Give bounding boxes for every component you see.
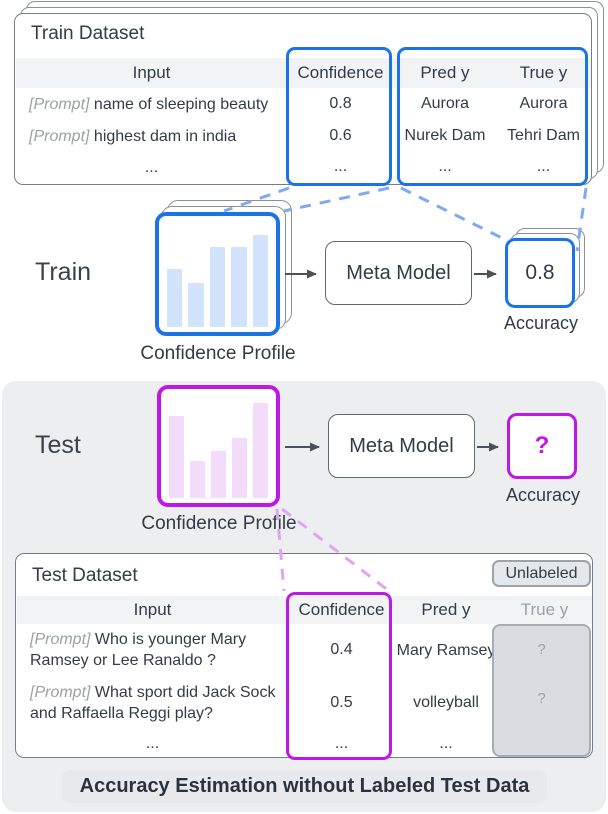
column-header-confidence: Confidence — [297, 63, 384, 82]
cell-input: [Prompt] highest dam in india — [16, 126, 287, 147]
test-meta-model-box: Meta Model — [328, 414, 475, 478]
bar — [190, 460, 205, 498]
table-row: [Prompt] What sport did Jack Sock and Ra… — [17, 676, 592, 729]
table-row: ... ... ... — [17, 729, 592, 758]
cell-pred-y: Mary Ramsey — [396, 641, 496, 659]
column-header-true-y: True y — [519, 63, 568, 82]
train-profile-label: Confidence Profile — [140, 343, 296, 364]
confidence-column-highlight-test — [286, 592, 392, 760]
bar — [231, 247, 247, 327]
prompt-tag: [Prompt] — [30, 683, 91, 701]
cell-input: [Prompt] What sport did Jack Sock and Ra… — [17, 682, 288, 724]
train-accuracy-box: 0.8 — [505, 238, 575, 308]
input-text: Who is younger Mary Ramsey or Lee Ranald… — [30, 631, 247, 669]
pred-true-column-highlight-train — [397, 47, 588, 186]
test-accuracy-label: Accuracy — [505, 485, 581, 505]
cell-input: ... — [144, 158, 159, 176]
cell-pred-y: Aurora — [420, 95, 470, 112]
column-header-confidence: Confidence — [298, 600, 385, 619]
column-header-pred-y: Pred y — [420, 63, 470, 82]
train-dataset-title: Train Dataset — [31, 23, 145, 44]
train-meta-model-box: Meta Model — [325, 241, 472, 305]
test-table-header: Input Confidence Pred y True y — [17, 596, 592, 624]
bar — [188, 282, 204, 327]
bar — [209, 247, 226, 327]
cell-confidence: 0.6 — [329, 127, 352, 144]
column-header-input: Input — [133, 600, 172, 619]
test-flow-label: Test — [35, 431, 81, 459]
bar — [253, 403, 268, 498]
test-dataset-title: Test Dataset — [32, 565, 138, 586]
train-dataset-card: Train Dataset Input Confidence Pred y Tr… — [14, 13, 592, 185]
input-text: highest dam in india — [93, 127, 237, 145]
column-header-input: Input — [132, 63, 171, 82]
cell-confidence: 0.4 — [330, 641, 353, 658]
cell-input: [Prompt] Who is younger Mary Ramsey or L… — [17, 629, 288, 671]
train-accuracy-label: Accuracy — [503, 313, 579, 333]
cell-true-y: Aurora — [519, 95, 568, 112]
prompt-tag: [Prompt] — [30, 631, 91, 648]
cell-confidence: ... — [334, 734, 349, 752]
column-header-pred-y: Pred y — [421, 600, 471, 619]
table-row: [Prompt] highest dam in india 0.6 Nurek … — [16, 120, 591, 152]
cell-true-y: Tehri Dam — [507, 127, 580, 144]
table-row: [Prompt] name of sleeping beauty 0.8 Aur… — [16, 88, 591, 120]
cell-confidence: ... — [333, 158, 348, 175]
bar — [169, 416, 184, 498]
column-header-true-y: True y — [520, 600, 569, 619]
unlabeled-badge: Unlabeled — [492, 560, 591, 587]
table-row: ... ... ... ... — [16, 152, 591, 182]
hidden-true-y-box: ? ? — [492, 624, 591, 757]
train-flow-label: Train — [35, 258, 92, 286]
prompt-tag: [Prompt] — [29, 95, 90, 113]
cell-pred-y: volleyball — [413, 693, 479, 711]
input-text: name of sleeping beauty — [93, 95, 269, 113]
cell-confidence: 0.8 — [329, 95, 352, 112]
figure-caption: Accuracy Estimation without Labeled Test… — [62, 770, 547, 803]
hidden-value: ? — [537, 690, 546, 707]
confidence-column-highlight-train — [286, 47, 392, 186]
train-confidence-profile-chart — [155, 212, 280, 336]
bar — [166, 269, 183, 327]
cell-pred-y: Nurek Dam — [404, 127, 486, 144]
cell-input: ... — [145, 735, 160, 752]
cell-input: [Prompt] name of sleeping beauty — [16, 94, 287, 115]
test-profile-label: Confidence Profile — [141, 513, 297, 534]
cell-pred-y: ... — [438, 158, 452, 175]
bar — [211, 451, 226, 498]
table-row: [Prompt] Who is younger Mary Ramsey or L… — [17, 624, 592, 676]
input-text: What sport did Jack Sock and Raffaella R… — [30, 683, 276, 722]
bar — [232, 438, 247, 498]
cell-true-y: ... — [536, 158, 551, 175]
cell-confidence: 0.5 — [330, 693, 353, 711]
train-table-header: Input Confidence Pred y True y — [16, 58, 591, 88]
bar — [252, 234, 269, 327]
hidden-value: ? — [537, 641, 546, 658]
test-accuracy-box: ? — [507, 413, 577, 479]
prompt-tag: [Prompt] — [29, 127, 90, 145]
test-confidence-profile-chart — [157, 385, 280, 507]
cell-pred-y: ... — [439, 734, 453, 752]
